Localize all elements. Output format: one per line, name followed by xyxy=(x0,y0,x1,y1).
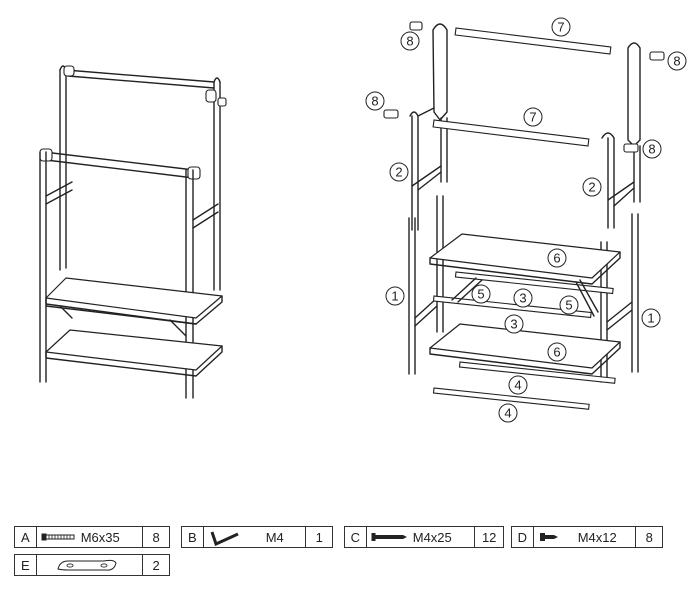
part-letter: E xyxy=(15,555,37,575)
part-b-row: B M4 1 xyxy=(181,526,333,548)
svg-text:4: 4 xyxy=(504,406,511,421)
svg-text:8: 8 xyxy=(371,94,378,109)
part-qty: 12 xyxy=(481,529,497,545)
part-3-front-rail xyxy=(432,295,592,319)
part-4-front-bottom-rail xyxy=(432,387,590,410)
svg-text:8: 8 xyxy=(673,54,680,69)
svg-text:5: 5 xyxy=(565,298,572,313)
part-letter: D xyxy=(512,527,534,547)
svg-text:2: 2 xyxy=(395,165,402,180)
part-1-right-back-upright xyxy=(631,213,639,373)
short-screw-icon xyxy=(539,533,558,541)
svg-text:7: 7 xyxy=(529,110,536,125)
part-letter: C xyxy=(345,527,367,547)
part-7-middle-bar xyxy=(432,119,590,147)
callout-5b: 5 xyxy=(559,295,579,315)
bolt-icon xyxy=(41,533,75,541)
svg-text:7: 7 xyxy=(557,20,564,35)
part-6-upper-shelf xyxy=(429,233,621,279)
part-d-row: D M4x12 8 xyxy=(511,526,663,548)
callout-1a: 1 xyxy=(385,286,405,306)
part-spec: M4x12 xyxy=(577,529,617,545)
callout-4a: 4 xyxy=(508,375,528,395)
callout-7a: 7 xyxy=(551,17,571,37)
part-6-lower-shelf xyxy=(429,323,621,369)
callout-3b: 3 xyxy=(504,314,524,334)
svg-text:4: 4 xyxy=(514,378,521,393)
allen-key-icon xyxy=(210,531,239,546)
callout-2b: 2 xyxy=(582,177,602,197)
callout-8a: 8 xyxy=(400,31,420,51)
part-3-back-rail xyxy=(454,271,614,295)
svg-text:1: 1 xyxy=(647,311,654,326)
parts-list: A M6x35 8 B M4 1 C M4x25 xyxy=(14,526,694,582)
part-letter: B xyxy=(182,527,204,547)
part-a-row: A M6x35 8 xyxy=(14,526,170,548)
callout-8d: 8 xyxy=(642,139,662,159)
back-top-rail xyxy=(65,69,215,83)
callout-6a: 6 xyxy=(547,248,567,268)
callout-7b: 7 xyxy=(523,107,543,127)
svg-text:8: 8 xyxy=(648,142,655,157)
part-1-left-front-upright xyxy=(408,217,416,375)
callout-5a: 5 xyxy=(471,284,491,304)
part-c-row: C M4x25 12 xyxy=(344,526,504,548)
assembly-diagram: 7 7 8 8 8 8 2 2 6 6 5 5 3 3 1 1 4 4 xyxy=(39,17,687,423)
callout-6b: 6 xyxy=(547,342,567,362)
callout-8c: 8 xyxy=(667,51,687,71)
svg-text:1: 1 xyxy=(391,289,398,304)
part-8-cap xyxy=(409,21,423,31)
part-qty: 8 xyxy=(645,529,653,545)
part-1-left-back-upright xyxy=(436,195,444,333)
part-spec: M6x35 xyxy=(80,529,120,545)
svg-text:3: 3 xyxy=(519,291,526,306)
callout-2a: 2 xyxy=(389,162,409,182)
svg-text:6: 6 xyxy=(553,251,560,266)
svg-text:5: 5 xyxy=(477,287,484,302)
exploded-view xyxy=(383,21,665,410)
part-spec: M4 xyxy=(265,529,284,545)
assembled-rack xyxy=(39,65,227,399)
upper-shelf xyxy=(45,277,223,319)
part-7-top-bar xyxy=(454,27,612,55)
callout-1b: 1 xyxy=(641,308,661,328)
part-qty: 2 xyxy=(152,557,160,573)
part-letter: A xyxy=(15,527,37,547)
part-4-back-bottom-rail xyxy=(458,361,616,384)
lower-shelf xyxy=(45,329,223,371)
svg-text:2: 2 xyxy=(588,180,595,195)
front-top-rail xyxy=(43,151,195,171)
screw-icon xyxy=(371,533,407,541)
svg-text:3: 3 xyxy=(510,317,517,332)
part-2-left-upper-frame xyxy=(432,23,448,121)
part-qty: 8 xyxy=(152,529,160,545)
callout-3a: 3 xyxy=(513,288,533,308)
svg-text:6: 6 xyxy=(553,345,560,360)
bracket-plate-icon xyxy=(56,559,117,571)
part-spec: M4x25 xyxy=(412,529,452,545)
callout-8b: 8 xyxy=(365,91,385,111)
part-5-brace xyxy=(451,277,477,301)
callout-4b: 4 xyxy=(498,403,518,423)
part-2-right-upper-frame xyxy=(627,42,641,147)
part-qty: 1 xyxy=(315,529,323,545)
part-e-row: E 2 xyxy=(14,554,170,576)
svg-text:8: 8 xyxy=(406,34,413,49)
